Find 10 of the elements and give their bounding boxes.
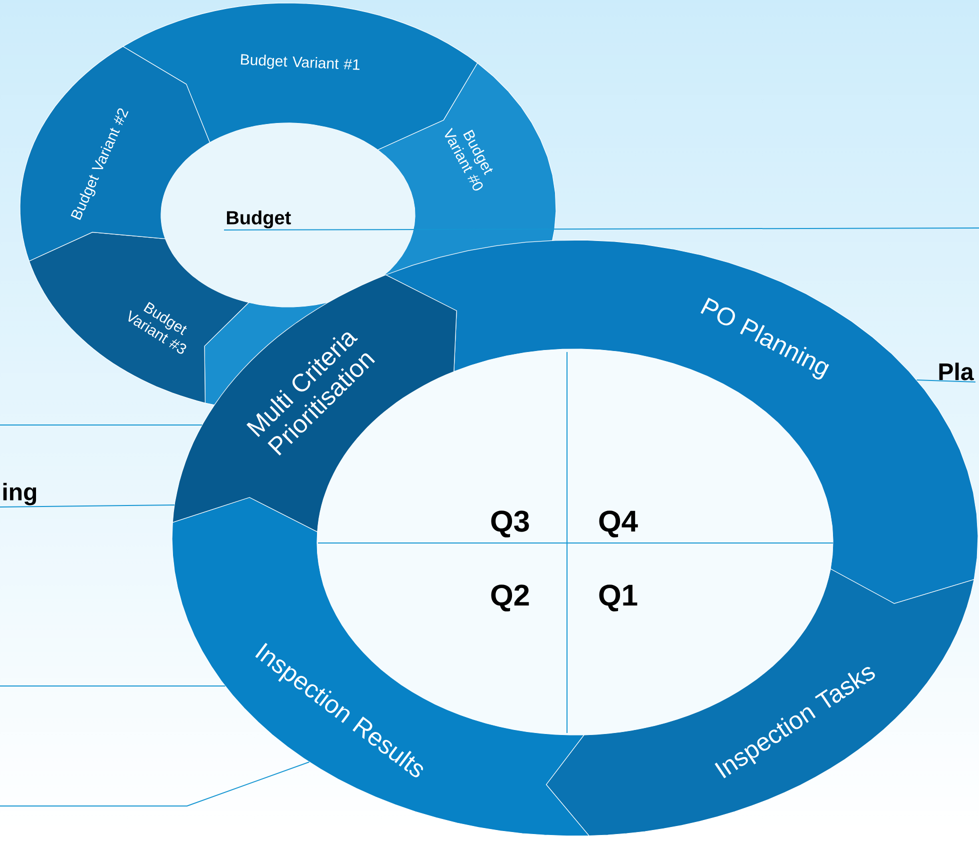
leader-line [224,228,979,230]
label-text: Budget [226,210,291,228]
quadrant-label: Q4 [599,510,638,538]
leader-line [0,424,203,426]
label-text: Pla [939,362,974,380]
quadrant-label: Q3 [491,510,529,538]
leader-line [0,762,310,806]
label-text: ing [3,482,36,506]
leader-line [0,504,175,508]
leader-line [916,380,976,382]
